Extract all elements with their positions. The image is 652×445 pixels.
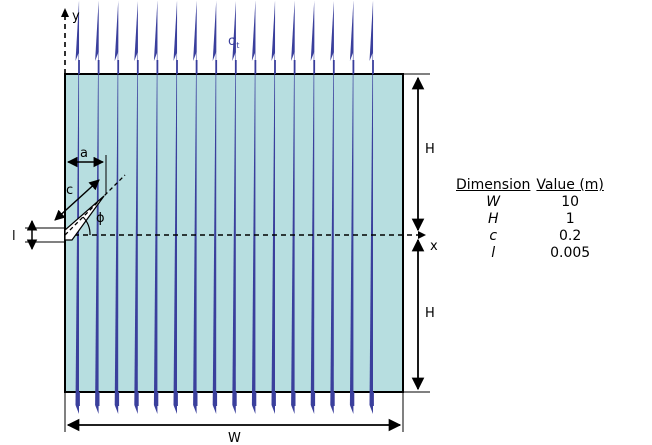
traction-arrowhead <box>134 0 138 61</box>
traction-arrowhead <box>310 0 315 61</box>
a-label: a <box>80 146 88 161</box>
traction-arrowhead <box>193 0 197 414</box>
traction-arrowhead <box>310 0 315 414</box>
traction-arrowhead <box>349 0 354 61</box>
c-dimension <box>54 179 100 221</box>
c-label: c <box>66 183 73 198</box>
traction-arrowhead <box>271 0 276 61</box>
row-value: 0.005 <box>550 245 591 261</box>
traction-arrowhead <box>232 0 236 414</box>
table-row: l 0.005 <box>456 245 610 262</box>
traction-arrowhead <box>212 0 217 414</box>
row-value: 0.2 <box>559 228 582 244</box>
column-header-value: Value (m) <box>536 177 604 193</box>
traction-arrowhead <box>291 0 295 61</box>
x-axis-label: x <box>430 239 438 254</box>
traction-arrowhead <box>95 0 99 61</box>
y-axis-arrowhead <box>61 8 69 17</box>
row-symbol: c <box>489 228 498 244</box>
traction-arrowhead <box>153 0 158 61</box>
traction-arrowhead <box>232 0 236 61</box>
traction-arrowhead <box>173 0 178 61</box>
traction-arrowhead <box>153 0 158 414</box>
table-row: c 0.2 <box>456 228 610 245</box>
top-traction-arrows <box>75 0 374 74</box>
angle-arc <box>82 216 91 236</box>
table-header-row: Dimension Value (m) <box>456 177 610 194</box>
row-value: 10 <box>561 194 580 210</box>
l-label: l <box>12 229 16 244</box>
traction-arrowhead <box>114 0 119 414</box>
traction-arrowhead <box>251 0 256 61</box>
width-label: W <box>228 431 241 445</box>
row-symbol: H <box>487 211 499 227</box>
height-bottom-label: H <box>425 306 435 321</box>
dimension-table: Dimension Value (m) W 10 H 1 c 0.2 l 0.0… <box>456 177 610 262</box>
y-axis-label: y <box>72 9 80 24</box>
bottom-traction-arrows <box>75 0 374 414</box>
column-header-dimension: Dimension <box>456 177 531 193</box>
traction-arrowhead <box>369 0 374 61</box>
traction-arrowhead <box>75 0 80 61</box>
traction-arrowhead <box>114 0 119 61</box>
traction-arrowhead <box>134 0 138 414</box>
x-axis-arrowhead <box>418 231 426 239</box>
traction-arrowhead <box>251 0 256 414</box>
angle-label: ϕ <box>96 211 105 226</box>
traction-arrowhead <box>330 0 334 414</box>
row-value: 1 <box>565 211 575 227</box>
stress-label: σt <box>228 34 239 50</box>
traction-arrowhead <box>193 0 197 61</box>
table-row: H 1 <box>456 211 610 228</box>
traction-arrowhead <box>271 0 276 414</box>
traction-arrowhead <box>330 0 334 61</box>
table-row: W 10 <box>456 194 610 211</box>
traction-arrowhead <box>173 0 178 414</box>
traction-arrowhead <box>369 0 374 414</box>
traction-arrowhead <box>349 0 354 414</box>
row-symbol: l <box>491 245 496 261</box>
row-symbol: W <box>486 194 501 210</box>
height-top-label: H <box>425 142 435 157</box>
traction-arrowhead <box>291 0 295 414</box>
traction-arrowhead <box>212 0 217 61</box>
